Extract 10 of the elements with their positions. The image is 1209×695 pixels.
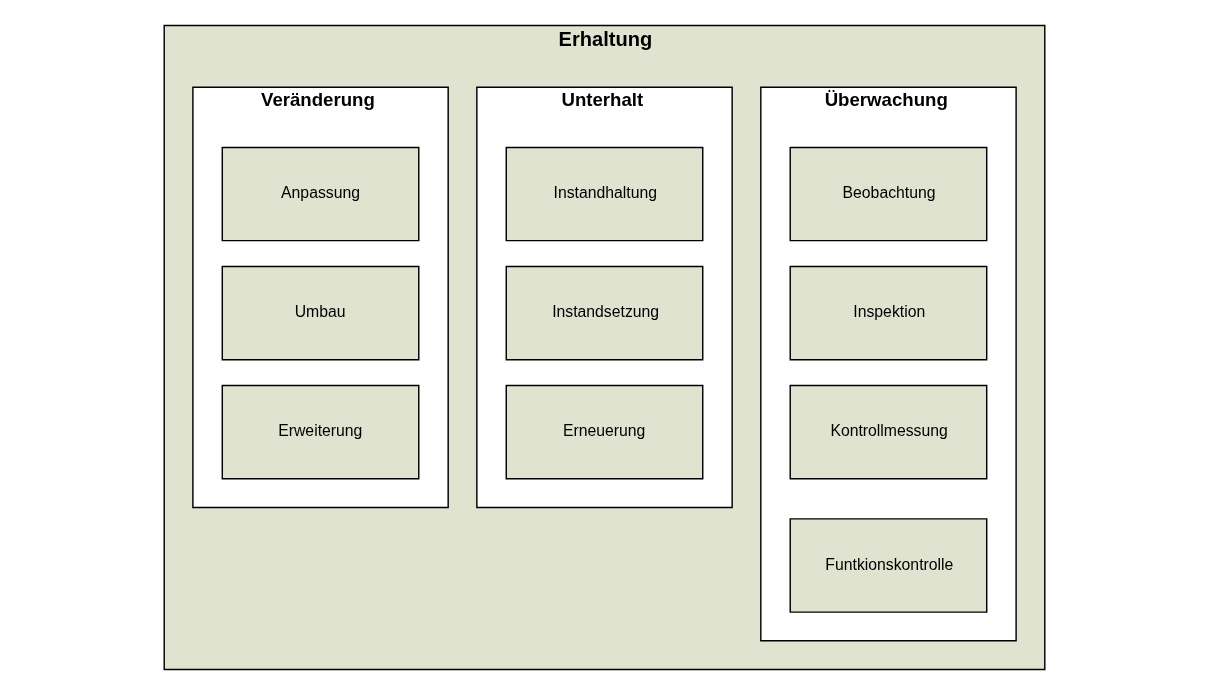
node-box: Erneuerung bbox=[505, 384, 704, 480]
node-box: Inspektion bbox=[789, 265, 988, 361]
node-box: Anpassung bbox=[221, 146, 420, 242]
node-box: Kontrollmessung bbox=[789, 384, 988, 480]
node-box: Funtkionskontrolle bbox=[789, 518, 988, 613]
node-box: Umbau bbox=[221, 265, 420, 361]
node-box: Erweiterung bbox=[221, 384, 420, 480]
node-box: Instandhaltung bbox=[505, 146, 704, 242]
node-box: Beobachtung bbox=[789, 146, 988, 242]
node-box: Instandsetzung bbox=[505, 265, 704, 361]
